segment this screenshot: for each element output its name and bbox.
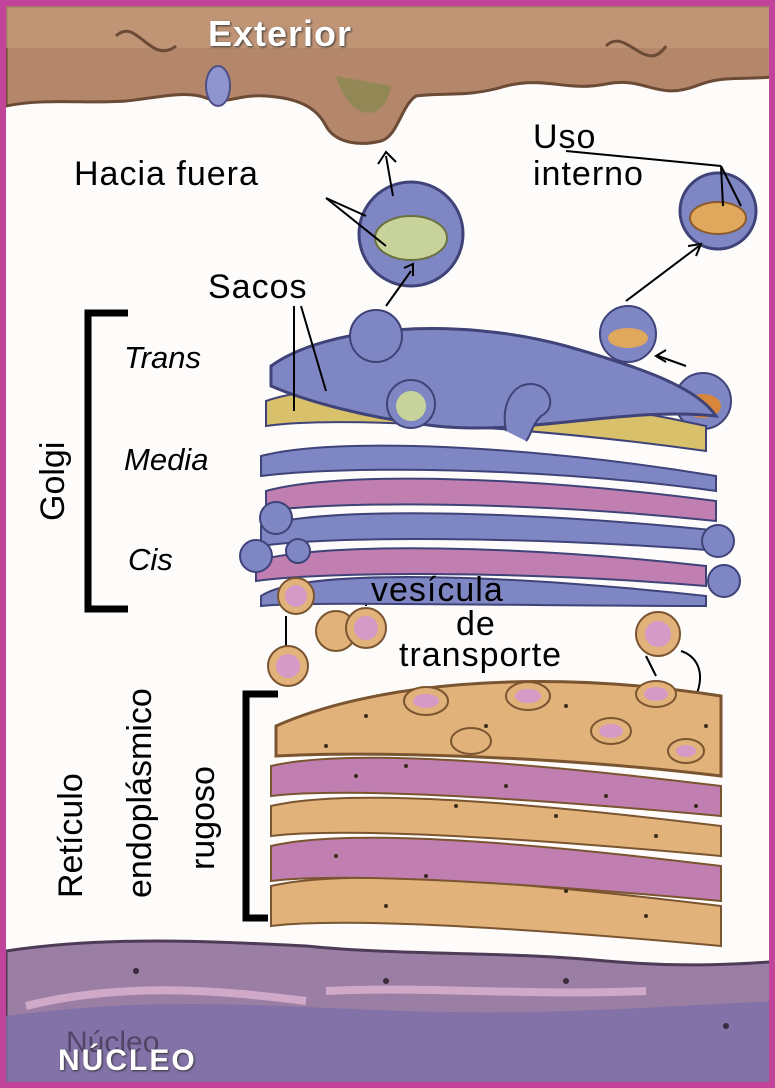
- nucleo-label: NÚCLEO: [58, 1046, 197, 1076]
- vesicula-label: vesícula: [371, 573, 504, 607]
- rough-er: [271, 681, 721, 946]
- reticulo-label: Retículo: [54, 773, 88, 898]
- sacos-label: Sacos: [208, 270, 308, 304]
- transporte-label: transporte: [399, 638, 562, 672]
- golgi-bracket: [88, 313, 128, 609]
- cis-label: Cis: [128, 544, 173, 575]
- rugoso-label: rugoso: [186, 766, 220, 870]
- golgi-stack: [256, 310, 721, 606]
- endoplasmico-label: endoplásmico: [123, 688, 157, 898]
- golgi-label: Golgi: [36, 442, 70, 521]
- vesicle-internal: [680, 173, 756, 249]
- exterior-label: Exterior: [208, 16, 352, 52]
- uso-label: Uso: [533, 120, 596, 154]
- interno-label: interno: [533, 157, 644, 191]
- hacia-fuera-label: Hacia fuera: [74, 157, 259, 191]
- media-label: Media: [124, 444, 208, 475]
- vesicle-outgoing: [359, 182, 463, 286]
- trans-label: Trans: [124, 342, 201, 373]
